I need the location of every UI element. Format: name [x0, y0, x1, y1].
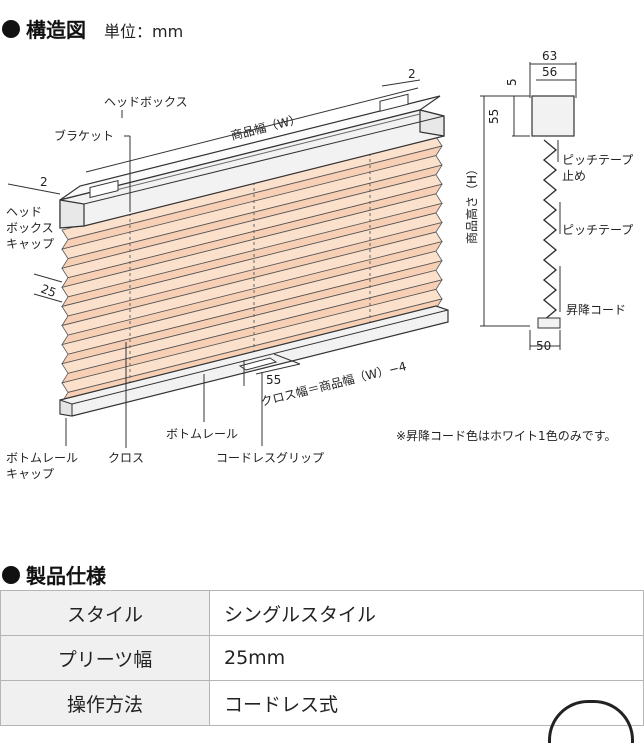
bottom-rail-cap: [59, 399, 73, 417]
spec-value: 25mm: [209, 635, 644, 681]
side-bottom-rail: [537, 317, 561, 329]
svg-text:クロス: クロス: [108, 451, 144, 465]
side-inner-value: 56: [542, 65, 557, 79]
bracket-left: [89, 179, 119, 199]
table-row: 操作方法 コードレス式: [0, 680, 644, 726]
side-depth-value: 63: [542, 49, 557, 63]
bullet-icon: [2, 19, 20, 38]
grip-value: 55: [266, 373, 281, 387]
side-headbox: [531, 95, 575, 137]
gap-left-dimension: 2: [7, 175, 61, 195]
cloth-width-label: クロス幅＝商品幅（W）−4: [259, 358, 408, 409]
spec-table: スタイル シングルスタイル プリーツ幅 25mm 操作方法 コードレス式: [0, 590, 644, 726]
svg-text:ヘッドボックス: ヘッドボックス: [104, 95, 188, 109]
table-row: スタイル シングルスタイル: [0, 590, 644, 636]
svg-text:ブラケット: ブラケット: [54, 128, 114, 143]
svg-text:ヘッド: ヘッド: [6, 205, 42, 219]
label-headbox: ヘッドボックス: [104, 95, 188, 118]
gap-right-dimension: 2: [381, 67, 421, 87]
svg-text:コードレスグリップ: コードレスグリップ: [216, 451, 324, 465]
section-title-spec: 製品仕様: [0, 560, 106, 589]
gap-left-value: 2: [40, 175, 48, 189]
spec-key: スタイル: [0, 590, 210, 636]
pleated-fabric: [61, 136, 443, 403]
blind-illustration: [59, 93, 449, 417]
label-bracket: ブラケット: [54, 128, 131, 212]
side-head-height-value: 55: [487, 109, 501, 124]
label-pitch-tape: ピッチテープ: [562, 223, 633, 237]
label-headbox-cap: ヘッド ボックス キャップ: [6, 205, 54, 251]
label-pitch-tape-stop-2: 止め: [562, 169, 586, 183]
structure-diagram: 商品幅（W） 2 2 25 55 クロス幅＝商品幅（W）−4 ヘッドボックス ブ…: [6, 49, 633, 481]
unit-label: 単位：mm: [104, 22, 184, 41]
table-row: プリーツ幅 25mm: [0, 635, 644, 681]
bracket-right: [379, 93, 409, 112]
side-pleats: [542, 139, 558, 321]
svg-text:キャップ: キャップ: [6, 467, 54, 481]
structure-title: 構造図: [26, 18, 86, 42]
gap-right-value: 2: [408, 67, 416, 81]
pleat-value: 25: [39, 282, 58, 300]
spec-key: 操作方法: [0, 680, 210, 726]
label-cloth: クロス: [108, 342, 144, 465]
note-text: ※昇降コード色はホワイト1色のみです。: [396, 429, 617, 443]
svg-text:ボックス: ボックス: [6, 221, 54, 235]
headbox-cap-left: [59, 199, 85, 229]
label-bottom-rail: ボトムレール: [166, 374, 238, 441]
svg-text:キャップ: キャップ: [6, 237, 54, 251]
label-cordless-grip: コードレスグリップ: [216, 372, 324, 465]
label-pitch-tape-stop-1: ピッチテープ: [562, 153, 633, 167]
grip-dimension: 55: [243, 353, 301, 387]
product-height-label: 商品高さ（H）: [464, 163, 479, 244]
spec-key: プリーツ幅: [0, 635, 210, 681]
headbox-cap-right: [419, 109, 445, 137]
section-title-structure: 構造図 単位：mm: [0, 14, 183, 43]
label-bottom-rail-cap: ボトムレール キャップ: [6, 418, 78, 481]
spec-title: 製品仕様: [26, 564, 106, 588]
bullet-icon: [2, 565, 20, 584]
spec-value: シングルスタイル: [209, 590, 644, 636]
side-view: 63 56 5 55 商品高さ（H） 50 ピッチテープ 止め ピッチテープ 昇…: [464, 49, 633, 353]
pleat-dimension: 25: [33, 273, 63, 303]
svg-text:ボトムレール: ボトムレール: [166, 427, 238, 441]
side-bottom-value: 50: [536, 339, 551, 353]
label-lift-cord: 昇降コード: [566, 303, 626, 317]
side-top-value: 5: [505, 78, 519, 86]
svg-text:ボトムレール: ボトムレール: [6, 451, 78, 465]
